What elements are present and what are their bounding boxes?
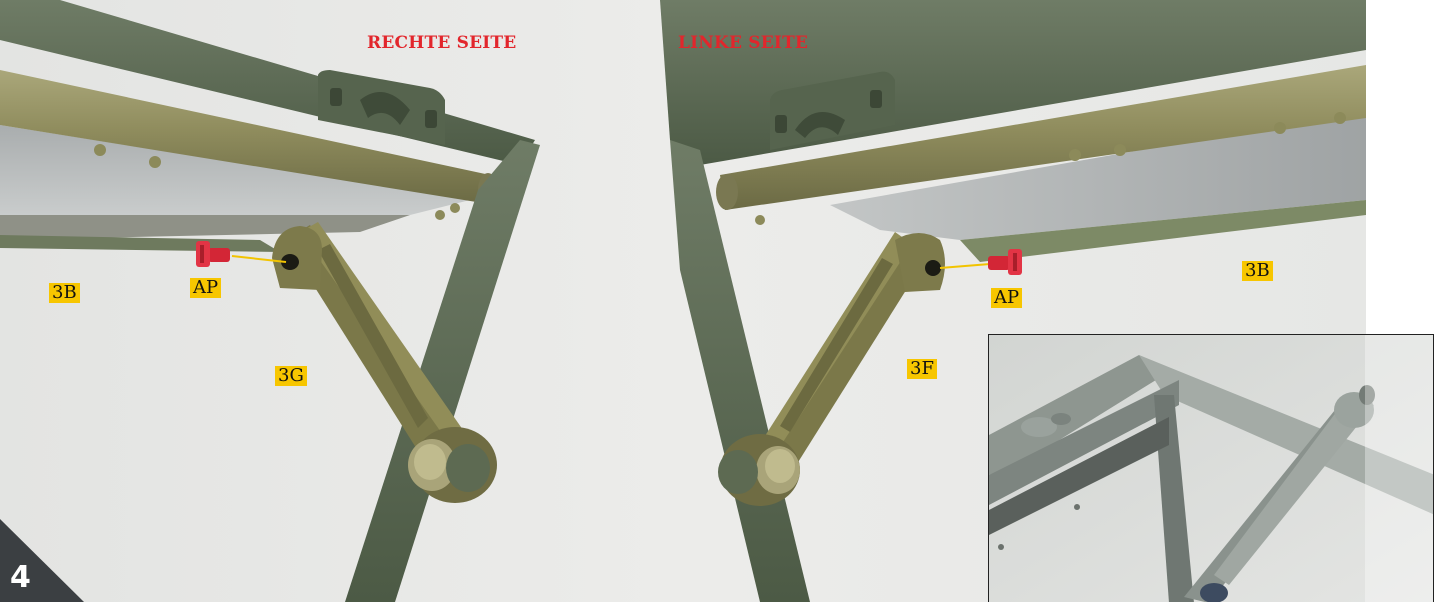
right-side-view bbox=[0, 0, 540, 602]
arm-pivot-top-2 bbox=[895, 233, 945, 292]
panel-3b bbox=[0, 125, 470, 215]
inset-photo bbox=[989, 335, 1433, 602]
label-ap-right: AP bbox=[991, 288, 1023, 308]
label-3b-left: 3B bbox=[49, 283, 80, 303]
left-side-view bbox=[660, 0, 1366, 602]
detail-inset bbox=[988, 334, 1434, 602]
step-badge bbox=[0, 519, 84, 602]
panel-3b-2 bbox=[830, 110, 1366, 240]
arm-3f bbox=[760, 240, 930, 475]
tube-khaki-2 bbox=[720, 65, 1366, 210]
tube-khaki bbox=[0, 70, 495, 205]
label-3g: 3G bbox=[275, 366, 307, 386]
step-number: 4 bbox=[10, 560, 31, 595]
pin-ap-left bbox=[196, 241, 287, 267]
pin-ap-right bbox=[939, 249, 1022, 275]
heading-left-side: LINKE SEITE bbox=[678, 33, 809, 53]
label-3b-right: 3B bbox=[1242, 261, 1273, 281]
frame-leg bbox=[345, 140, 540, 602]
label-3f: 3F bbox=[907, 359, 937, 379]
heading-right-side: RECHTE SEITE bbox=[367, 33, 517, 53]
label-ap-left: AP bbox=[190, 278, 222, 298]
